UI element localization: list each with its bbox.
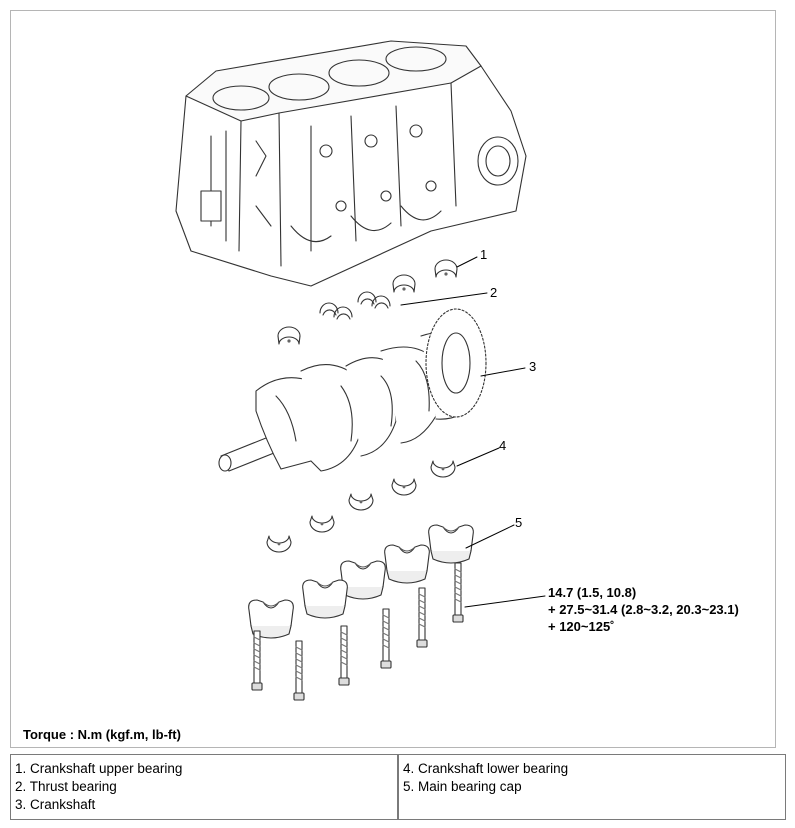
legend-item: 1. Crankshaft upper bearing [15, 761, 183, 776]
torque-spec-line-1: 14.7 (1.5, 10.8) [548, 585, 637, 600]
leader-lines [400, 256, 546, 608]
crankshaft-illustration [218, 308, 487, 472]
cylinder-block-illustration [175, 40, 527, 287]
legend-item: 2. Thrust bearing [15, 779, 117, 794]
torque-specification: 14.7 (1.5, 10.8) + 27.5~31.4 (2.8~3.2, 2… [548, 584, 739, 635]
torque-unit-note: Torque : N.m (kgf.m, lb-ft) [23, 727, 181, 742]
lower-bearings-illustration [266, 460, 456, 553]
diagram-drawing [175, 40, 546, 701]
upper-bearings-illustration [277, 259, 458, 345]
legend-item: 4. Crankshaft lower bearing [403, 761, 569, 776]
legend-item: 5. Main bearing cap [403, 779, 522, 794]
callout-5: 5 [515, 515, 523, 530]
legend-item: 3. Crankshaft [15, 797, 96, 812]
torque-spec-line-3: + 120~125˚ [548, 619, 615, 634]
callout-1: 1 [480, 247, 488, 262]
callout-2: 2 [490, 285, 498, 300]
legend-column-right: 4. Crankshaft lower bearing 5. Main bear… [397, 755, 785, 819]
callout-4: 4 [499, 438, 507, 453]
parts-legend-table: 1. Crankshaft upper bearing 2. Thrust be… [10, 754, 786, 820]
bearing-caps-illustration [248, 524, 474, 639]
torque-spec-line-2: + 27.5~31.4 (2.8~3.2, 20.3~23.1) [548, 602, 739, 617]
legend-column-left: 1. Crankshaft upper bearing 2. Thrust be… [11, 755, 397, 819]
exploded-diagram: 1 2 3 4 5 14.7 (1.5, 10.8) + 27.5~31.4 (… [10, 10, 776, 748]
callout-3: 3 [529, 359, 537, 374]
